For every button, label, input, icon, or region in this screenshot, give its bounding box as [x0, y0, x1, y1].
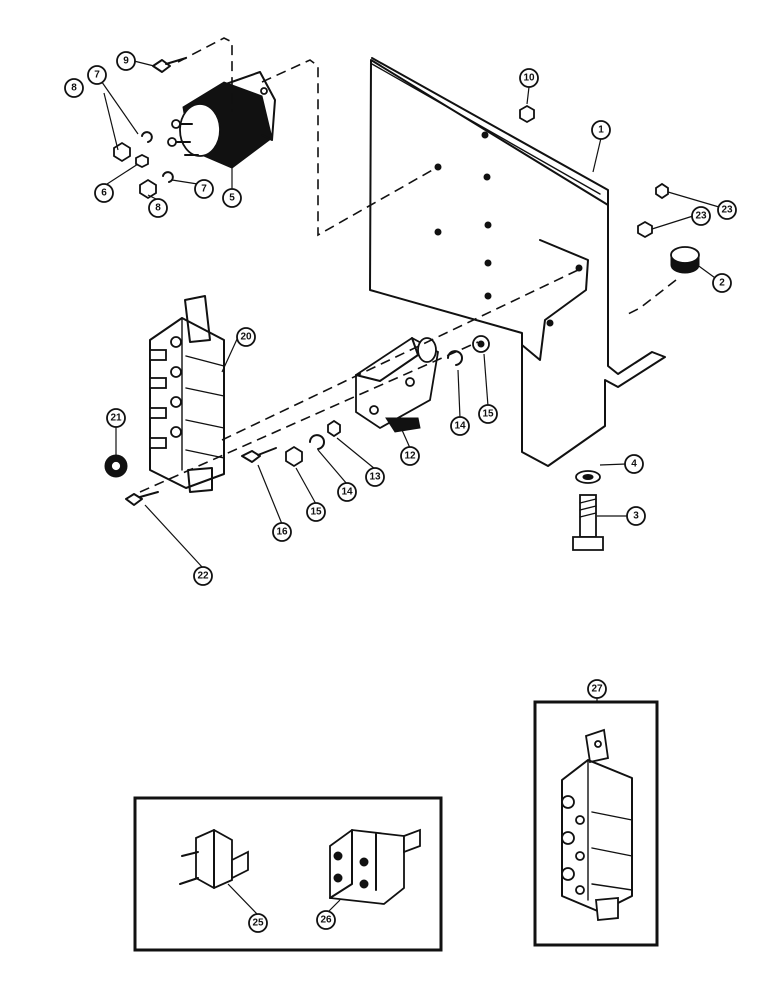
assembly-lines: [139, 37, 677, 493]
svg-text:27: 27: [591, 684, 603, 695]
callout-2: 2: [712, 273, 732, 293]
callout-22: 22: [193, 566, 213, 586]
solenoid: [167, 71, 276, 169]
svg-text:9: 9: [123, 56, 129, 67]
svg-text:8: 8: [71, 83, 77, 94]
svg-text:7: 7: [201, 184, 207, 195]
svg-text:26: 26: [320, 915, 332, 926]
inset-box-breaker-strip: [533, 698, 659, 947]
nut-10: [519, 104, 535, 124]
svg-text:25: 25: [252, 918, 264, 929]
svg-text:2: 2: [719, 278, 725, 289]
callout-7a: 7: [87, 65, 107, 85]
svg-text:3: 3: [633, 511, 639, 522]
breaker-strip-27: [561, 728, 633, 921]
callout-3: 3: [626, 506, 646, 526]
callout-10: 10: [519, 68, 539, 88]
callout-8a: 8: [64, 78, 84, 98]
svg-text:4: 4: [631, 459, 637, 470]
callout-25: 25: [248, 913, 268, 933]
screw-22: [125, 491, 159, 506]
callout-14a: 14: [337, 482, 357, 502]
callout-7b: 7: [194, 179, 214, 199]
svg-text:23: 23: [721, 205, 733, 216]
callout-9: 9: [116, 51, 136, 71]
inset-box-breakers: [133, 796, 443, 952]
callout-26: 26: [316, 910, 336, 930]
svg-text:6: 6: [101, 188, 107, 199]
nut-21: [104, 454, 128, 478]
svg-text:22: 22: [197, 571, 209, 582]
svg-text:13: 13: [369, 472, 381, 483]
callout-13: 13: [365, 467, 385, 487]
svg-text:1: 1: [598, 125, 604, 136]
callout-4: 4: [624, 454, 644, 474]
callout-14b: 14: [450, 416, 470, 436]
callout-12: 12: [400, 446, 420, 466]
callout-16: 16: [272, 522, 292, 542]
svg-text:10: 10: [523, 73, 535, 84]
svg-text:14: 14: [454, 421, 466, 432]
callout-15a: 15: [306, 502, 326, 522]
callout-27: 27: [587, 679, 607, 699]
svg-text:20: 20: [240, 332, 252, 343]
spacer-2: [670, 246, 700, 274]
svg-text:21: 21: [110, 413, 122, 424]
svg-text:7: 7: [94, 70, 100, 81]
breaker-hardware: [241, 335, 490, 468]
callouts: 1 2 3 4 5 6 7 7 8 8 9 10 12 13 14 14 15 …: [64, 51, 737, 933]
callout-21: 21: [106, 408, 126, 428]
svg-text:15: 15: [310, 507, 322, 518]
svg-text:15: 15: [482, 409, 494, 420]
callout-23b: 23: [691, 206, 711, 226]
callout-23a: 23: [717, 200, 737, 220]
callout-1: 1: [591, 120, 611, 140]
washer-4: [575, 470, 601, 484]
svg-text:16: 16: [276, 527, 288, 538]
callout-5: 5: [222, 188, 242, 208]
mounting-bracket: [369, 57, 666, 467]
breaker-strip-terminals: [149, 336, 182, 449]
svg-text:14: 14: [341, 487, 353, 498]
callout-6: 6: [94, 183, 114, 203]
bracket-holes: [434, 131, 583, 327]
svg-text:5: 5: [229, 193, 235, 204]
callout-15b: 15: [478, 404, 498, 424]
bolt-3: [572, 494, 604, 551]
breaker-strip-20: [149, 295, 225, 493]
svg-text:8: 8: [155, 203, 161, 214]
breaker-25: [179, 828, 249, 890]
nuts-23: [637, 182, 669, 239]
svg-text:12: 12: [404, 451, 416, 462]
circuit-breaker-12: [355, 336, 439, 433]
leader-lines: [96, 60, 723, 569]
svg-text:23: 23: [695, 211, 707, 222]
callout-8b: 8: [148, 198, 168, 218]
breaker-26: [329, 828, 421, 905]
callout-20: 20: [236, 327, 256, 347]
